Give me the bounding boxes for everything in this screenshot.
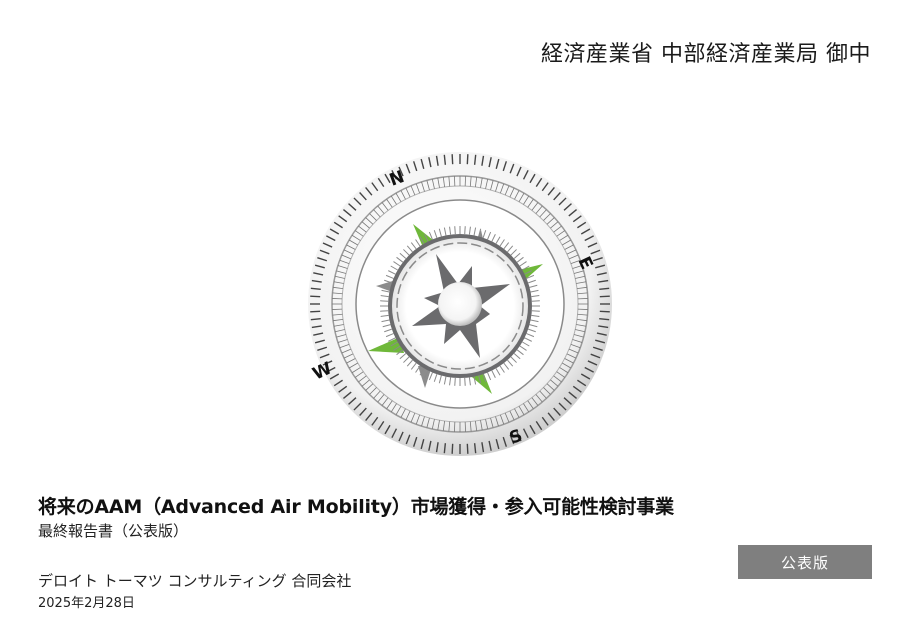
public-version-badge: 公表版 bbox=[738, 545, 872, 579]
direction-n: N bbox=[387, 167, 407, 191]
document-date: 2025年2月28日 bbox=[38, 596, 135, 611]
document-subtitle: 最終報告書（公表版） bbox=[38, 522, 189, 540]
badge-label: 公表版 bbox=[780, 553, 829, 572]
compass-illustration: N E S W bbox=[300, 146, 620, 466]
compass-icon: N E S W bbox=[308, 152, 612, 456]
document-title: 将来のAAM（Advanced Air Mobility）市場獲得・参入可能性検… bbox=[38, 496, 674, 518]
company-name: デロイト トーマツ コンサルティング 合同会社 bbox=[38, 572, 352, 590]
addressee-heading: 経済産業省 中部経済産業局 御中 bbox=[541, 42, 871, 67]
